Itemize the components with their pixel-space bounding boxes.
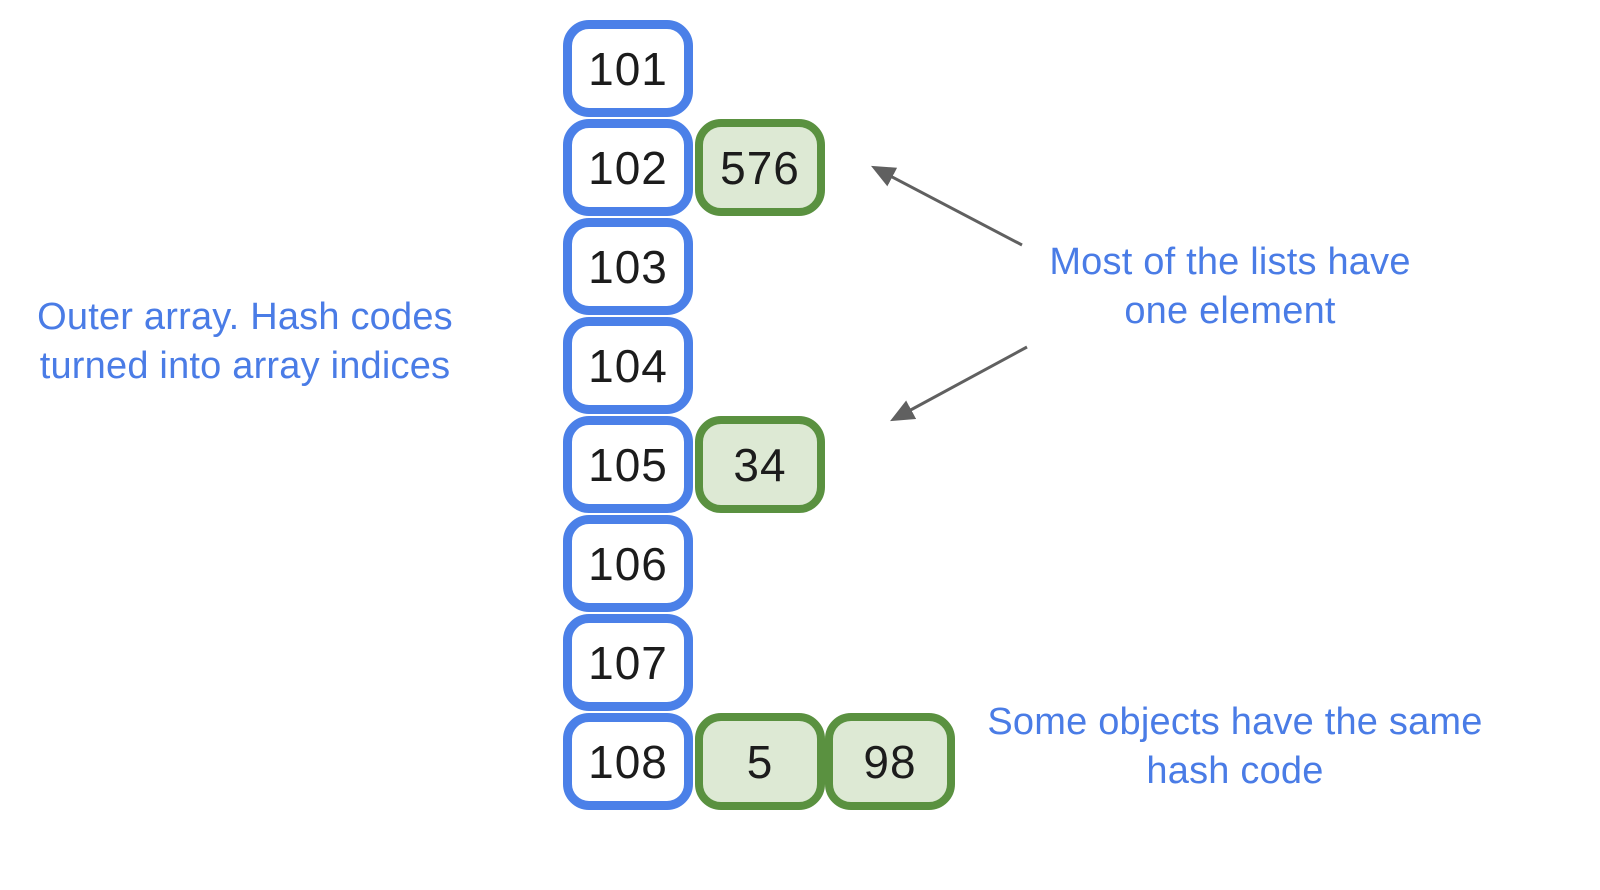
array-row-101: 101 <box>563 20 955 117</box>
one-element-label-line2: one element <box>1124 290 1336 332</box>
outer-array-label: Outer array. Hash codes turned into arra… <box>0 293 490 391</box>
array-cell-101: 101 <box>563 20 693 117</box>
array-cell-103: 103 <box>563 218 693 315</box>
list-node-34: 34 <box>695 416 825 513</box>
list-node-5: 5 <box>695 713 825 810</box>
outer-array-label-line2: turned into array indices <box>39 345 451 387</box>
array-cell-108: 108 <box>563 713 693 810</box>
array-cell-107: 107 <box>563 614 693 711</box>
one-element-label-line1: Most of the lists have <box>1049 241 1411 283</box>
same-hash-code-label-line1: Some objects have the same <box>987 701 1483 743</box>
same-hash-code-label-line2: hash code <box>1146 750 1324 792</box>
same-hash-code-label: Some objects have the same hash code <box>965 698 1505 796</box>
list-node-98: 98 <box>825 713 955 810</box>
one-element-label: Most of the lists have one element <box>1020 238 1440 336</box>
array-row-103: 103 <box>563 218 955 315</box>
array-cell-105: 105 <box>563 416 693 513</box>
array-cell-104: 104 <box>563 317 693 414</box>
array-cell-102: 102 <box>563 119 693 216</box>
outer-array-label-line1: Outer array. Hash codes <box>37 296 453 338</box>
array-row-107: 107 <box>563 614 955 711</box>
list-node-576: 576 <box>695 119 825 216</box>
array-row-106: 106 <box>563 515 955 612</box>
array-row-104: 104 <box>563 317 955 414</box>
array-cell-106: 106 <box>563 515 693 612</box>
